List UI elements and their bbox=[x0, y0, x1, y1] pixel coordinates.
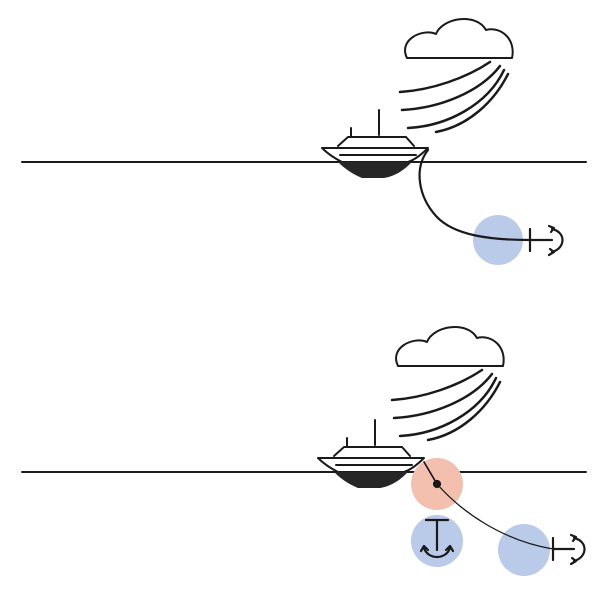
boat-icon bbox=[321, 109, 429, 178]
anchor-rode bbox=[423, 461, 554, 550]
anchor-zone-circle bbox=[473, 215, 523, 265]
scene-bottom bbox=[21, 325, 587, 576]
scene-top bbox=[21, 17, 587, 265]
boat-icon bbox=[317, 419, 425, 488]
wind-icon bbox=[390, 368, 502, 442]
cloud-icon bbox=[404, 17, 514, 59]
anchor-icon bbox=[551, 533, 586, 566]
anchor-icon bbox=[528, 224, 564, 257]
wind-icon bbox=[398, 60, 510, 134]
cloud-icon bbox=[395, 325, 505, 367]
anchor-rode bbox=[418, 148, 532, 242]
anchor-zone-circle bbox=[498, 524, 550, 576]
anchor-icon bbox=[419, 479, 455, 559]
